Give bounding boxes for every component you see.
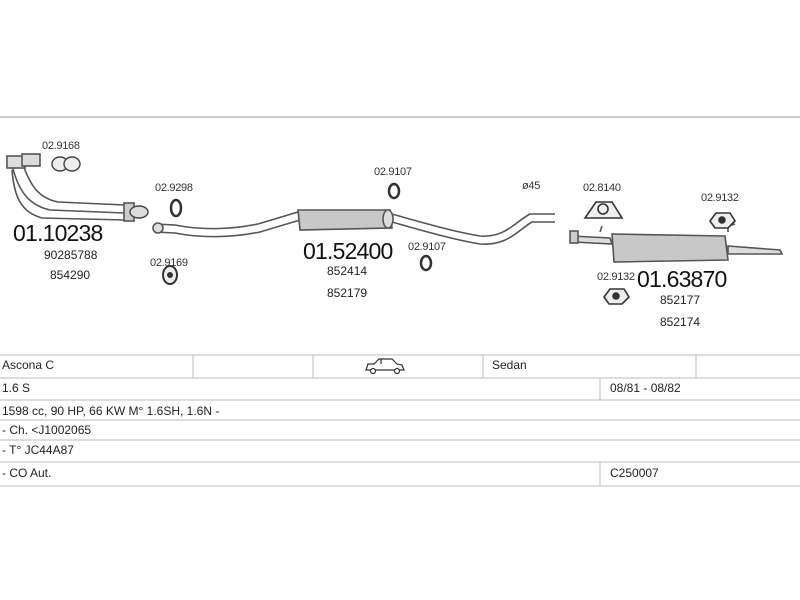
rear-silencer-oem-2: 852174 xyxy=(660,315,701,329)
gasket-flange-part xyxy=(51,156,81,172)
rear-silencer-part-number: 01.63870 xyxy=(637,266,727,292)
ring-front-part xyxy=(169,198,183,218)
vehicle-catalog-code: C250007 xyxy=(610,466,659,480)
vehicle-spec: 1598 cc, 90 HP, 66 KW M° 1.6SH, 1.6N - xyxy=(2,404,220,418)
vehicle-model: Ascona C xyxy=(2,358,55,372)
vehicle-type-code: - T° JC44A87 xyxy=(2,443,74,457)
accessory-clamp-front-label: 02.9169 xyxy=(150,257,188,269)
pipe-diameter-label: ø45 xyxy=(522,180,541,192)
middle-silencer-part-number: 01.52400 xyxy=(303,238,393,264)
vehicle-years: 08/81 - 08/82 xyxy=(610,381,681,395)
accessory-ring-front-label: 02.9298 xyxy=(155,182,193,194)
accessory-ring-mid-bottom-label: 02.9107 xyxy=(408,241,446,253)
vehicle-engine: 1.6 S xyxy=(2,381,31,395)
downpipe-oem-2: 854290 xyxy=(50,268,91,282)
rear-silencer-part xyxy=(569,223,784,263)
ring-mid-top-part xyxy=(387,182,401,200)
middle-silencer-part xyxy=(152,209,555,245)
middle-silencer-oem-1: 852414 xyxy=(327,264,368,278)
hanger-rear-part xyxy=(583,201,624,219)
vehicle-emission: - CO Aut. xyxy=(2,466,52,480)
downpipe-part xyxy=(6,153,135,222)
rear-silencer-oem-1: 852177 xyxy=(660,293,701,307)
accessory-hanger-rear-label: 02.8140 xyxy=(583,182,621,194)
joint-clamp-part xyxy=(129,205,149,219)
clamp-front-part xyxy=(162,265,178,285)
downpipe-part-number: 01.10238 xyxy=(13,220,103,246)
sedan-car-icon xyxy=(365,358,405,375)
downpipe-oem-1: 90285788 xyxy=(44,248,98,262)
accessory-rubber-rear-left-label: 02.9132 xyxy=(597,271,635,283)
rubber-rear-left-part xyxy=(603,288,631,305)
vehicle-table-grid xyxy=(0,354,800,487)
ring-mid-bottom-part xyxy=(419,254,433,272)
accessory-ring-mid-top-label: 02.9107 xyxy=(374,166,412,178)
vehicle-body: Sedan xyxy=(492,358,527,372)
rubber-rear-right-part xyxy=(709,212,737,229)
vehicle-chassis: - Ch. <J1002065 xyxy=(2,423,92,437)
accessory-rubber-rear-right-label: 02.9132 xyxy=(701,192,739,204)
accessory-gasket-flange-label: 02.9168 xyxy=(42,140,80,152)
middle-silencer-oem-2: 852179 xyxy=(327,286,368,300)
